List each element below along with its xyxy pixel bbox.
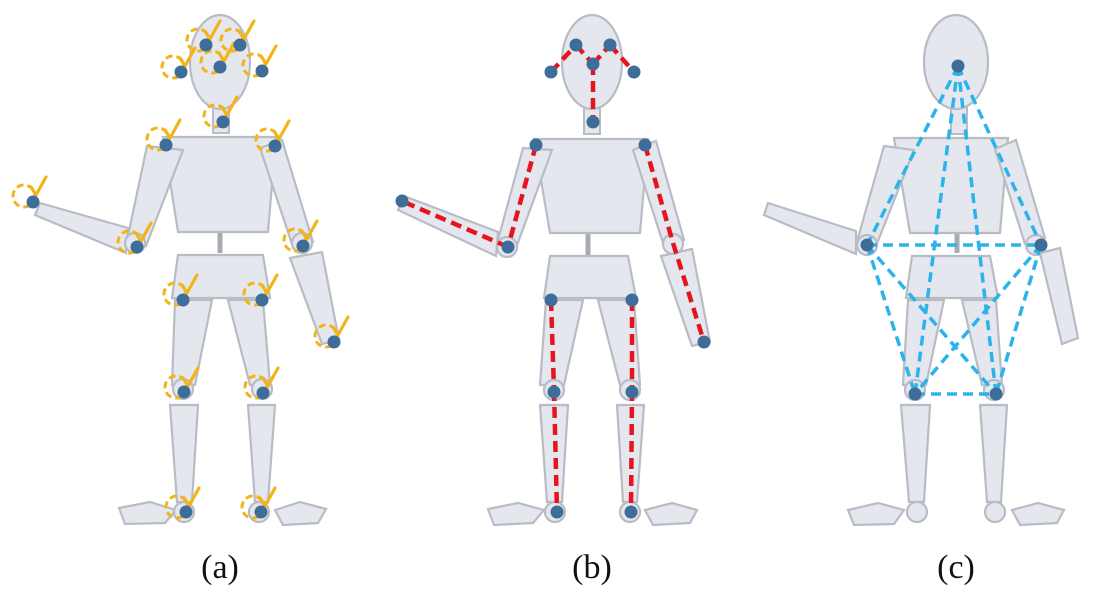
figure-a-body: [33, 13, 341, 527]
panel-label: (b): [572, 549, 612, 586]
keypoints-a: [26, 38, 341, 519]
panel-c-pairwise-links: (c): [762, 13, 1080, 586]
panel-a-keypoint-detection: (a): [11, 13, 350, 586]
check-mark-icon: [162, 273, 199, 307]
check-mark-icon: [254, 119, 291, 153]
skeleton-links: [401, 43, 707, 513]
keypoints-c: [860, 59, 1048, 401]
check-mark-icon: [313, 315, 350, 349]
pairwise-links: [865, 65, 1043, 396]
check-mark-icon: [202, 95, 239, 129]
figure-c-body: [762, 13, 1080, 527]
panel-b-skeleton-links: (b): [395, 13, 712, 586]
check-mark-icon: [282, 219, 319, 253]
panel-label: (c): [937, 549, 975, 586]
panel-label: (a): [201, 549, 239, 586]
check-mark-icon: [241, 44, 278, 78]
check-mark-icon: [145, 118, 182, 152]
keypoints-b: [395, 38, 711, 519]
check-mark-icon: [243, 366, 280, 400]
check-mark-icon: [242, 273, 279, 307]
